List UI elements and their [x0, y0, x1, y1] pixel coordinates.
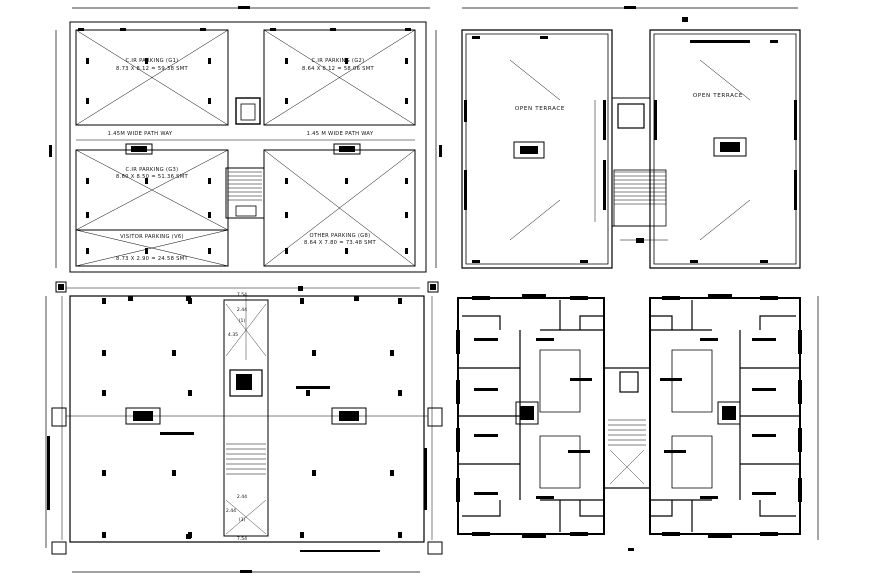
car-parking-g1-label: C.IR PARKING (G1)	[126, 58, 179, 64]
dim-top-b: 2.44	[237, 307, 247, 313]
typical-floor-plan	[456, 294, 819, 551]
car-parking-g2-dim: 8.64 X 8.12 = 58.06 SMT	[302, 66, 374, 72]
dim-top-d: 4.35	[228, 332, 238, 338]
terrace-floor-plan: OPEN TERRACE OPEN TERRACE	[461, 6, 801, 269]
dim-bot-c: 7.54	[237, 536, 247, 542]
dim-bot-b: (3)	[239, 517, 246, 523]
stilt-floor-plan: 7.54 2.44 (1) 4.35 2.44 (3) 7.54 2.44	[45, 281, 443, 573]
car-parking-g2-label: C.IR PARKING (G2)	[312, 58, 365, 64]
car-icon	[333, 143, 361, 155]
open-terrace-left-label: OPEN TERRACE	[515, 106, 565, 112]
path-way-left-label: 1.45M WIDE PATH WAY	[108, 131, 173, 137]
car-icon	[125, 143, 153, 155]
other-parking-dim: 8.64 X 7.80 = 73.48 SMT	[304, 240, 376, 246]
car-parking-g1-dim: 8.73 X 8.12 = 59.38 SMT	[116, 66, 188, 72]
car-icon	[125, 407, 161, 425]
other-parking-label: OTHER PARKING (G8)	[310, 233, 371, 239]
dim-top-c: (1)	[239, 318, 246, 324]
car-parking-g3-label: C.IR PARKING (G3)	[126, 167, 179, 173]
open-terrace-right-label: OPEN TERRACE	[693, 93, 743, 99]
car-parking-g3-dim: 8.60 X 8.50 = 51.36 SMT	[116, 174, 188, 180]
parking-floor-plan: C.IR PARKING (G1) 8.73 X 8.12 = 59.38 SM…	[49, 6, 442, 273]
path-way-right-label: 1.45 M WIDE PATH WAY	[307, 131, 374, 137]
corner-markers	[51, 281, 443, 555]
visitor-parking-dim: 8.73 X 2.90 = 24.58 SMT	[116, 256, 188, 262]
car-icon	[331, 407, 367, 425]
dim-bot-d: 2.44	[226, 508, 236, 514]
dim-bot-a: 2.44	[237, 494, 247, 500]
dim-top-a: 7.54	[237, 292, 247, 298]
visitor-parking-label: VISITOR PARKING (V6)	[120, 234, 184, 240]
